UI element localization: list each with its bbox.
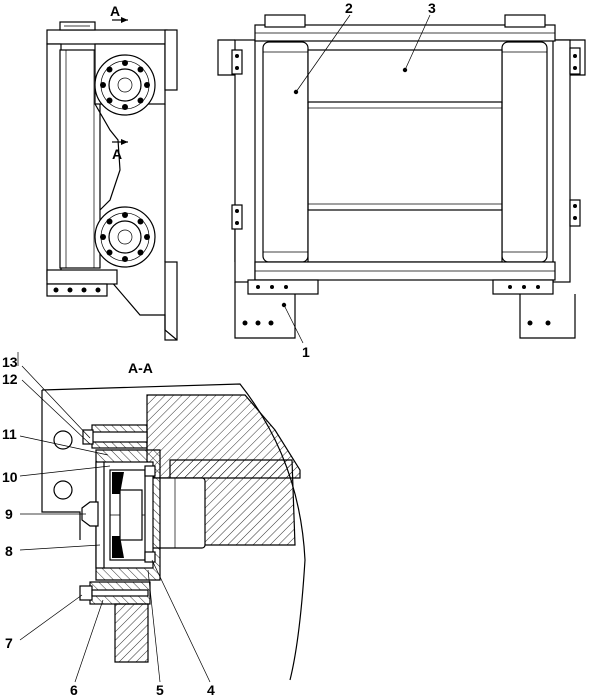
- callout-9: 9: [5, 506, 13, 522]
- front-view: 2 3 1: [217, 0, 586, 360]
- section-view: A-A: [2, 352, 306, 698]
- callout-10: 10: [2, 469, 18, 485]
- callout-7: 7: [5, 635, 13, 651]
- callout-11: 11: [2, 426, 17, 442]
- section-marker-bottom: A: [112, 146, 122, 162]
- side-view: A A: [46, 3, 178, 341]
- callout-5: 5: [156, 682, 164, 698]
- section-marker-top: A: [110, 3, 120, 19]
- callout-8: 8: [5, 543, 13, 559]
- section-title: A-A: [128, 360, 153, 376]
- callout-1: 1: [302, 344, 310, 360]
- callout-2: 2: [345, 0, 353, 16]
- callout-6: 6: [70, 682, 78, 698]
- callout-12: 12: [2, 371, 18, 387]
- callout-4: 4: [207, 682, 215, 698]
- callout-13: 13: [2, 354, 18, 370]
- callout-3: 3: [428, 0, 436, 16]
